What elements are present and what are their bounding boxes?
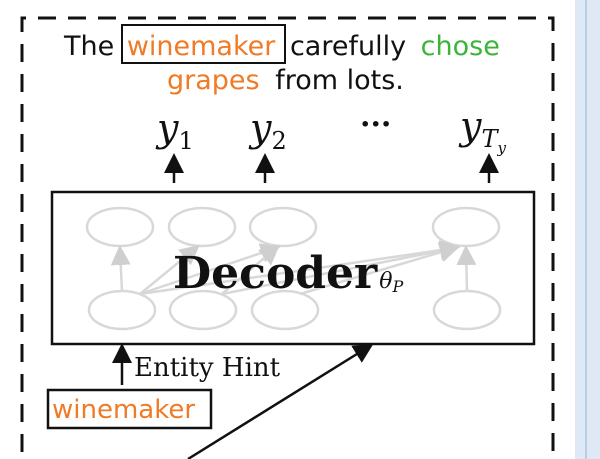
sentence-word-the: The bbox=[63, 31, 114, 62]
cross-link bbox=[221, 244, 280, 295]
sentence-line-2: grapes from lots. bbox=[167, 65, 404, 96]
entity-highlight-box bbox=[121, 24, 286, 64]
top-node bbox=[167, 206, 237, 248]
decoder-label: DecoderθP bbox=[173, 248, 403, 299]
output-ellipsis: ··· bbox=[360, 107, 391, 142]
top-node bbox=[248, 206, 318, 248]
cross-link bbox=[299, 242, 460, 296]
bottom-node bbox=[168, 289, 238, 331]
outer-dashed-frame bbox=[20, 16, 555, 452]
output-y1: y1 bbox=[155, 106, 194, 155]
sentence-word-winemaker: winemaker bbox=[127, 31, 276, 62]
sentence-word-grapes: grapes bbox=[167, 65, 260, 96]
decoder-internal-network bbox=[85, 206, 502, 331]
sentence-word-from-lots: from lots. bbox=[275, 65, 404, 96]
side-scroll-strip bbox=[575, 0, 600, 459]
sentence-word-chose: chose bbox=[421, 31, 500, 62]
cross-link bbox=[139, 243, 281, 296]
sentence-word-carefully: carefully bbox=[290, 31, 406, 62]
cross-link bbox=[139, 240, 460, 296]
sentence-line-1: The winemaker carefully chose bbox=[63, 31, 500, 62]
context-arrow-into-decoder bbox=[187, 343, 374, 459]
output-yTy: yTy bbox=[458, 104, 506, 157]
output-y2: y2 bbox=[248, 106, 287, 155]
cross-link bbox=[139, 244, 200, 295]
entity-hint-label: Entity Hint bbox=[134, 353, 281, 383]
entity-hint-box bbox=[46, 388, 213, 430]
output-tokens: y1 y2 ··· yTy bbox=[155, 104, 506, 157]
vertical-link bbox=[456, 245, 477, 292]
bottom-node bbox=[250, 289, 320, 331]
cross-link bbox=[221, 241, 460, 296]
entity-hint-word: winemaker bbox=[52, 395, 195, 425]
decoder-box bbox=[50, 190, 536, 346]
vertical-link bbox=[110, 245, 131, 292]
